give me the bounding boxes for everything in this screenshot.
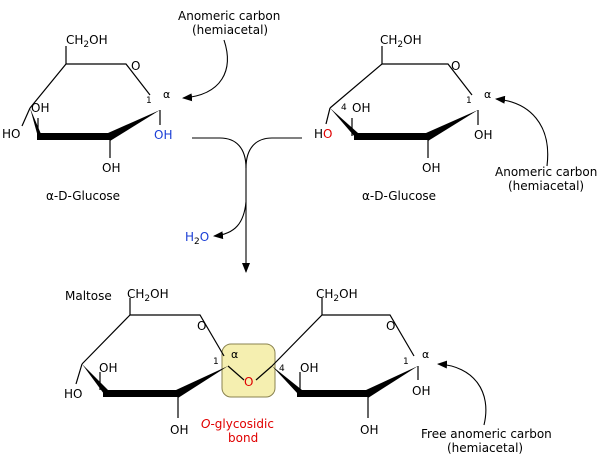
converging-curve-left [192,137,247,169]
converging-curve-right [245,137,302,169]
maltose-annotation-line2: (hemiacetal) [447,441,523,455]
maltose-ring2-c2-oh: OH [360,423,378,437]
right-ring-back-bonds [329,63,473,109]
maltose-ring1-c3-oh: OH [99,361,117,375]
maltose-ring1-c2-oh: OH [170,423,188,437]
right-alpha-label: α [484,88,491,101]
left-annotation-line1: Anomeric carbon [178,9,280,23]
right-ring-oxygen: O [451,59,460,73]
left-glucose-name: α-D-Glucose [46,189,120,203]
maltose-ring1-oxygen: O [197,319,206,333]
left-annotation-line2: (hemiacetal) [192,23,268,37]
left-ring-back-bonds [29,63,151,109]
maltose-ring2-wedge-right [366,366,418,398]
maltose-ring1-c4-ho-bond [75,363,83,385]
maltose-c1-number: 1 [213,357,219,367]
glucose-left: CH2OH O 1 α OH OH OH HO α-D-Glucose Anom… [2,9,280,203]
water-label: H2O [185,230,209,247]
right-annotation-arrow [495,95,549,167]
left-ring-thick-front [37,133,110,140]
maltose-ring2-oxygen: O [386,319,395,333]
right-annotation-line2: (hemiacetal) [508,179,584,193]
left-c1-number: 1 [146,96,152,106]
right-c1-number: 1 [466,96,472,106]
right-ring-thick-front [354,133,428,140]
water-release-arrow [213,201,247,240]
maltose-ring1-back-bonds [81,314,225,365]
maltose-bridge-alpha: α [231,348,238,361]
maltose-ring1-wedge-right [176,366,228,398]
maltose-c4-number: 4 [279,364,285,374]
maltose-ring1-c4-ho: HO [64,387,82,401]
maltose-ring1-ch2oh: CH2OH [127,287,169,304]
right-c1-oh-label: OH [474,128,492,142]
left-annotation-arrow [182,39,228,102]
left-c2-oh-label: OH [31,101,49,115]
glycosidic-bond-right [255,365,273,381]
glycosidic-bond-highlight [221,343,276,398]
right-c2-oh-label: OH [422,161,440,175]
left-c4-ho-label: HO [2,127,20,141]
maltose-annotation-line1: Free anomeric carbon [421,427,552,441]
maltose-name: Maltose [65,289,112,303]
left-alpha-label: α [163,88,170,101]
maltose-ring1-thick-front [103,390,178,397]
reaction-arrows: H2O [185,137,302,273]
maltose: Maltose CH2OH O 1 α O OH HO OH CH2OH O [64,287,552,455]
left-ch2oh-label: CH2OH [66,33,108,50]
right-ch2oh-label: CH2OH [380,33,422,50]
right-glucose-name: α-D-Glucose [362,189,436,203]
maltose-c1-end-number: 1 [403,357,409,367]
glucose-right: CH2OH O 1 4 α OH OH OH HO α-D-Glucose An… [314,33,597,203]
maltose-ring2-ch2oh: CH2OH [316,287,358,304]
maltose-ring2-wedge-left [272,366,302,394]
glycosidic-bond-label: O-glycosidic [201,417,274,431]
maltose-ring2-c3-oh: OH [300,361,318,375]
left-ring-wedge-right [108,110,160,141]
glycosidic-oxygen: O [244,375,253,389]
maltose-ring2-back-bonds [271,314,415,367]
maltose-ring1-wedge-left [82,364,108,394]
maltose-ring2-c1-oh: OH [412,384,430,398]
glycosidic-bond-left [227,365,245,381]
right-ring-wedge-left [330,108,358,137]
left-c1-hydroxyl: OH [154,128,172,142]
right-ring-wedge-right [426,110,478,141]
maltose-annotation-arrow [437,360,487,426]
right-annotation-line1: Anomeric carbon [495,165,597,179]
right-c4-number: 4 [341,103,347,113]
glycosidic-bond-label-line2: bond [228,431,258,445]
right-c3-oh-label: OH [352,101,370,115]
left-ring-oxygen: O [131,59,140,73]
maltose-end-alpha: α [422,348,429,361]
right-c4-hydroxyl: HO [314,127,332,141]
left-c4-ho-bond [21,107,31,127]
maltose-ring2-thick-front [297,390,368,397]
left-c3-oh-label: OH [102,161,120,175]
right-c4-ho-bond [325,107,331,125]
